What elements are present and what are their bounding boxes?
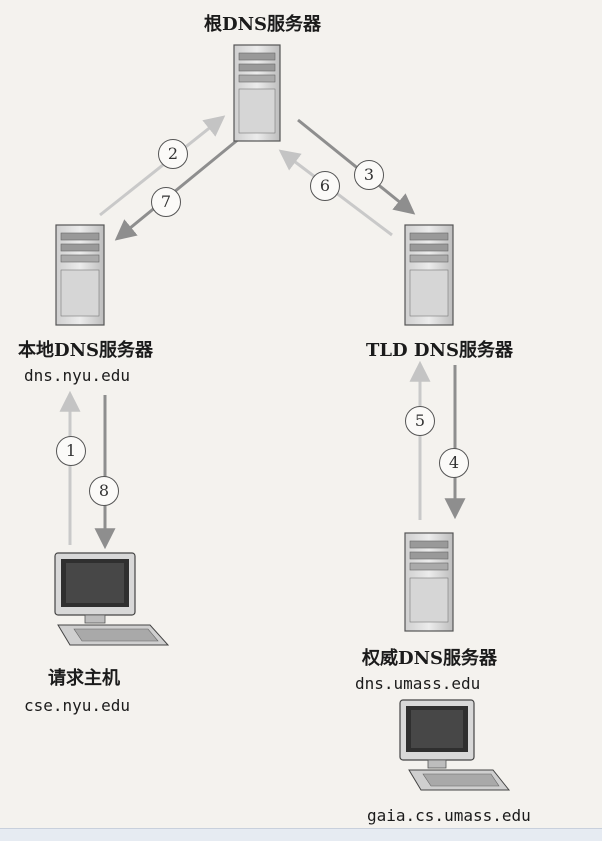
- authoritative-server-label: 权威DNS服务器: [362, 648, 498, 669]
- local-server-icon: [55, 224, 105, 326]
- target-host-computer-icon: [399, 699, 511, 791]
- requesting-host-label: 请求主机: [48, 668, 120, 689]
- local-server-hostname: dns.nyu.edu: [24, 366, 130, 385]
- root-server-icon: [233, 44, 281, 142]
- step-5-marker: 5: [405, 406, 435, 436]
- arrow-step-7: [114, 136, 241, 241]
- step-7-marker: 7: [151, 187, 181, 217]
- arrow-step-2: [99, 115, 226, 217]
- step-1-marker: 1: [56, 436, 86, 466]
- requesting-host-hostname: cse.nyu.edu: [24, 696, 130, 715]
- root-server-label: 根DNS服务器: [204, 14, 322, 35]
- local-server-label: 本地DNS服务器: [18, 340, 154, 361]
- tld-server-icon: [404, 224, 454, 326]
- step-4-marker: 4: [439, 448, 469, 478]
- authoritative-server-icon: [404, 532, 454, 632]
- authoritative-server-hostname: dns.umass.edu: [355, 674, 481, 693]
- step-8-marker: 8: [89, 476, 119, 506]
- arrow-step-3: [297, 118, 416, 215]
- window-bottom-edge: [0, 828, 602, 841]
- step-2-marker: 2: [158, 139, 188, 169]
- step-6-marker: 6: [310, 171, 340, 201]
- step-3-marker: 3: [354, 160, 384, 190]
- requesting-host-computer-icon: [54, 552, 170, 646]
- target-host-hostname: gaia.cs.umass.edu: [367, 806, 531, 825]
- tld-server-label: TLD DNS服务器: [366, 340, 513, 361]
